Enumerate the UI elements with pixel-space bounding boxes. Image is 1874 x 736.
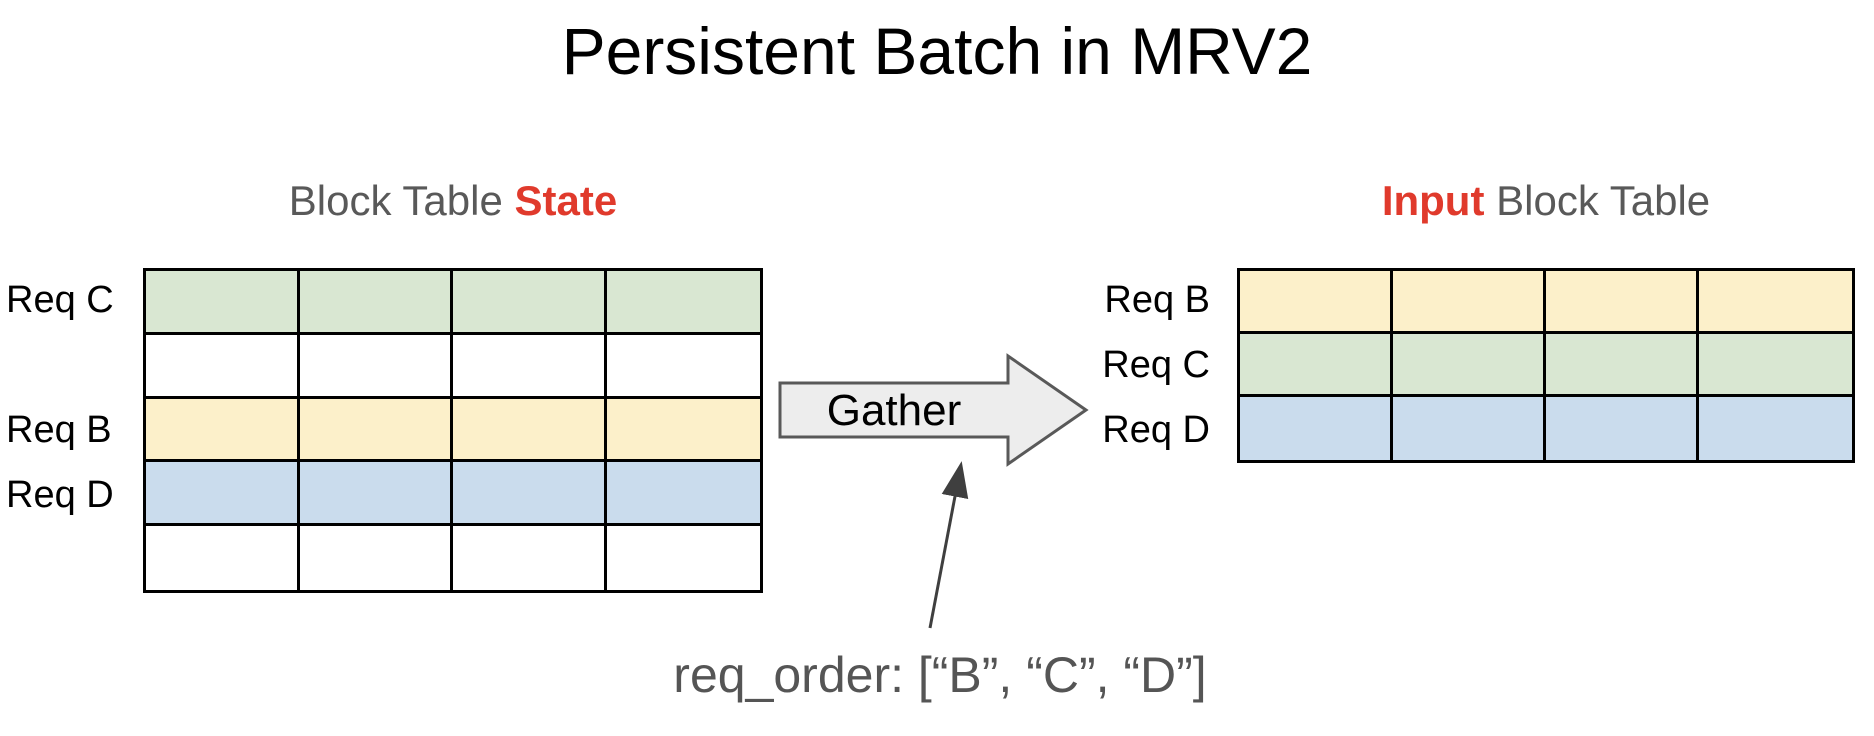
block-cell xyxy=(299,271,453,335)
row-label: Req C xyxy=(6,279,114,321)
block-cell xyxy=(146,526,300,590)
block-cell xyxy=(453,526,607,590)
block-cell xyxy=(453,271,607,335)
block-cell xyxy=(146,334,300,399)
right-table-heading: Input Block Table xyxy=(1237,176,1855,226)
block-cell xyxy=(1240,271,1393,334)
req-order-pointer-arrow xyxy=(928,461,969,629)
block-cell xyxy=(453,398,607,463)
block-cell xyxy=(606,526,760,590)
left-table-heading: Block Table State xyxy=(143,176,763,226)
row-label: Req B xyxy=(1104,279,1210,321)
left-heading-prefix: Block Table xyxy=(288,177,515,224)
row-label: Req C xyxy=(1102,344,1210,386)
block-cell xyxy=(146,271,300,335)
block-cell xyxy=(1240,397,1393,460)
block-cell xyxy=(299,398,453,463)
block-cell xyxy=(453,462,607,527)
block-cell xyxy=(146,398,300,463)
block-cell xyxy=(606,334,760,399)
block-cell xyxy=(1393,334,1546,397)
slide-title: Persistent Batch in MRV2 xyxy=(561,14,1313,88)
block-cell xyxy=(606,271,760,335)
row-label: Req D xyxy=(6,474,114,516)
block-cell xyxy=(606,398,760,463)
block-cell xyxy=(1699,271,1852,334)
row-label: Req D xyxy=(1102,409,1210,451)
block-cell xyxy=(299,526,453,590)
block-cell xyxy=(1699,397,1852,460)
row-label: Req B xyxy=(6,409,112,451)
left-heading-highlight: State xyxy=(514,177,618,224)
state-block-table xyxy=(143,268,763,593)
block-cell xyxy=(453,334,607,399)
block-cell xyxy=(299,462,453,527)
gather-arrow-label: Gather xyxy=(826,386,962,435)
block-cell xyxy=(606,462,760,527)
block-cell xyxy=(1393,271,1546,334)
block-cell xyxy=(1393,397,1546,460)
block-cell xyxy=(1240,334,1393,397)
right-heading-highlight: Input xyxy=(1381,177,1485,224)
req-order-annotation: req_order: [“B”, “C”, “D”] xyxy=(673,647,1207,703)
block-cell xyxy=(1546,334,1699,397)
block-cell xyxy=(299,334,453,399)
right-heading-suffix: Block Table xyxy=(1484,177,1711,224)
block-cell xyxy=(146,462,300,527)
input-block-table xyxy=(1237,268,1855,463)
block-cell xyxy=(1546,397,1699,460)
block-cell xyxy=(1699,334,1852,397)
block-cell xyxy=(1546,271,1699,334)
